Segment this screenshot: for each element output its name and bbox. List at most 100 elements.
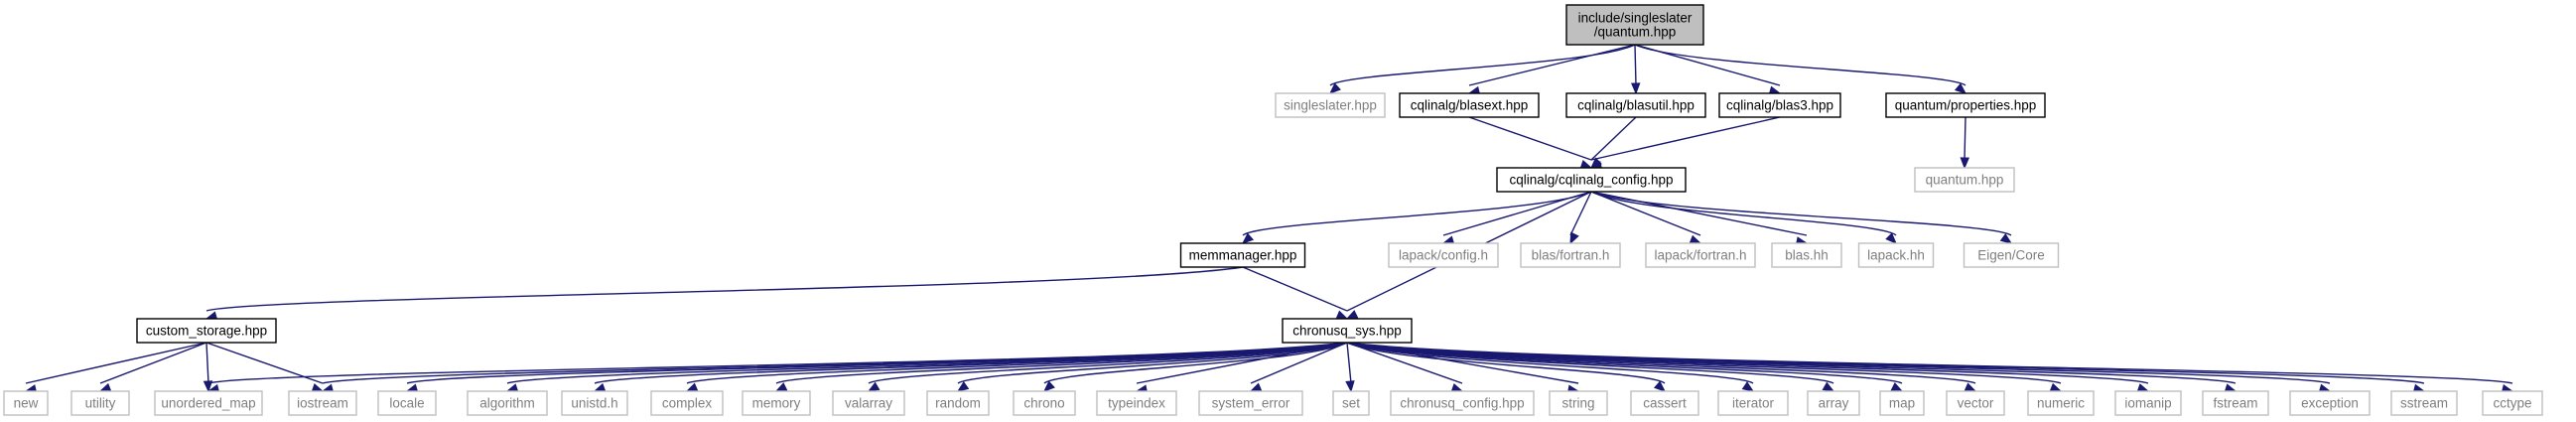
dependency-edge	[1590, 191, 2013, 244]
edge-arrowhead	[593, 382, 607, 392]
node-label: algorithm	[479, 396, 535, 411]
edge-line	[1590, 191, 1808, 236]
node-label: quantum/properties.hpp	[1895, 98, 2037, 113]
node-label: chrono	[1023, 396, 1064, 411]
node-utility: utility	[70, 390, 130, 416]
node-label: iostream	[297, 396, 348, 411]
node-box	[1096, 390, 1177, 416]
node-box	[70, 390, 130, 416]
node-iomanip: iomanip	[2114, 390, 2182, 416]
node-box	[1914, 167, 2015, 193]
node-box	[1857, 242, 1935, 268]
node-label: custom_storage.hpp	[146, 324, 267, 339]
edge-line	[99, 342, 207, 384]
edge-line	[1242, 191, 1592, 236]
node-random: random	[926, 390, 990, 416]
node-cassert: cassert	[1630, 390, 1699, 416]
edge-line	[868, 342, 1348, 384]
node-label: string	[1561, 396, 1594, 411]
node-label: lapack.hh	[1867, 248, 1925, 263]
dependency-edge	[1346, 342, 1835, 392]
dependency-edge	[1468, 116, 1593, 170]
node-box	[1282, 318, 1413, 344]
node-iostream: iostream	[288, 390, 357, 416]
edge-arrowhead	[956, 381, 970, 392]
node-box	[1946, 390, 2005, 416]
edge-line	[1346, 342, 2513, 384]
node-label: map	[1889, 396, 1915, 411]
node-label: fstream	[2213, 396, 2257, 411]
edge-arrowhead	[1335, 310, 1349, 320]
node-chronusq-config-hpp: chronusq_config.hpp	[1390, 390, 1535, 416]
edge-arrowhead	[1569, 231, 1579, 245]
node-box	[288, 390, 357, 416]
node-lapack-fortran-h: lapack/fortran.h	[1645, 242, 1756, 268]
node-label: quantum.hpp	[1926, 173, 2004, 188]
dependency-edge	[1590, 116, 1637, 169]
node-box	[1565, 4, 1704, 46]
node-lapack-config-h: lapack/config.h	[1388, 242, 1499, 268]
node-include-singleslater-quantum-hpp: include/singleslater/quantum.hpp	[1565, 4, 1704, 46]
dependency-edge	[1634, 44, 1967, 94]
node-cctype: cctype	[2482, 390, 2543, 416]
node-algorithm: algorithm	[467, 390, 548, 416]
dependency-edge	[204, 266, 1244, 321]
node-box	[1717, 390, 1789, 416]
dependency-edge	[1242, 266, 1349, 320]
node-box	[1771, 242, 1842, 268]
edge-line	[1590, 116, 1637, 161]
node-label: include/singleslater	[1578, 11, 1693, 26]
node-custom-storage-hpp[interactable]: custom_storage.hpp	[136, 318, 277, 344]
node-blas-hh: blas.hh	[1771, 242, 1842, 268]
node-cqlinalg-blasutil-hpp[interactable]: cqlinalg/blasutil.hpp	[1565, 92, 1706, 118]
node-numeric: numeric	[2027, 390, 2095, 416]
node-label: utility	[85, 396, 116, 411]
node-layer: include/singleslater/quantum.hppsinglesl…	[3, 4, 2543, 416]
edge-arrowhead	[1689, 234, 1702, 244]
dependency-edge	[1589, 116, 1781, 171]
node-cqlinalg-blasext-hpp[interactable]: cqlinalg/blasext.hpp	[1399, 92, 1540, 118]
node-box	[2114, 390, 2182, 416]
node-locale: locale	[377, 390, 437, 416]
node-box	[136, 318, 277, 344]
node-box	[467, 390, 548, 416]
node-chronusq-sys-hpp[interactable]: chronusq_sys.hpp	[1282, 318, 1413, 344]
edge-arrowhead	[1249, 382, 1263, 392]
node-box	[650, 390, 724, 416]
node-memmanager-hpp[interactable]: memmanager.hpp	[1179, 242, 1306, 268]
node-box	[154, 390, 263, 416]
node-exception: exception	[2289, 390, 2371, 416]
edge-arrowhead	[1890, 382, 1904, 392]
edge-line	[205, 342, 209, 384]
edge-line	[775, 342, 1348, 384]
dependency-edge	[1346, 342, 2237, 393]
node-box	[2390, 390, 2458, 416]
dependency-edge	[203, 342, 213, 393]
edge-line	[594, 342, 1348, 384]
dependency-edge	[205, 342, 325, 392]
node-complex: complex	[650, 390, 724, 416]
node-box	[742, 390, 811, 416]
node-cqlinalg-blas3-hpp[interactable]: cqlinalg/blas3.hpp	[1718, 92, 1841, 118]
edge-line	[1964, 116, 1966, 161]
edge-arrowhead	[1345, 380, 1355, 393]
node-label: iterator	[1732, 396, 1775, 411]
node-label: cqlinalg/blasutil.hpp	[1577, 98, 1695, 113]
node-box	[1807, 390, 1860, 416]
edge-arrowhead	[1741, 381, 1755, 392]
node-quantum-properties-hpp[interactable]: quantum/properties.hpp	[1885, 92, 2046, 118]
node-cqlinalg-cqlinalg-config-hpp[interactable]: cqlinalg/cqlinalg_config.hpp	[1496, 167, 1687, 193]
edge-line	[1468, 44, 1636, 86]
edge-line	[1242, 266, 1348, 312]
node-unordered-map: unordered_map	[154, 390, 263, 416]
edge-arrowhead	[685, 382, 699, 392]
dependency-edge	[1345, 342, 1355, 393]
edge-layer	[24, 44, 2514, 394]
edge-arrowhead	[1954, 82, 1967, 94]
node-box	[1496, 167, 1687, 193]
dependency-edge	[1249, 342, 1348, 392]
node-set: set	[1332, 390, 1370, 416]
node-label: unordered_map	[161, 396, 255, 411]
node-iterator: iterator	[1717, 390, 1789, 416]
